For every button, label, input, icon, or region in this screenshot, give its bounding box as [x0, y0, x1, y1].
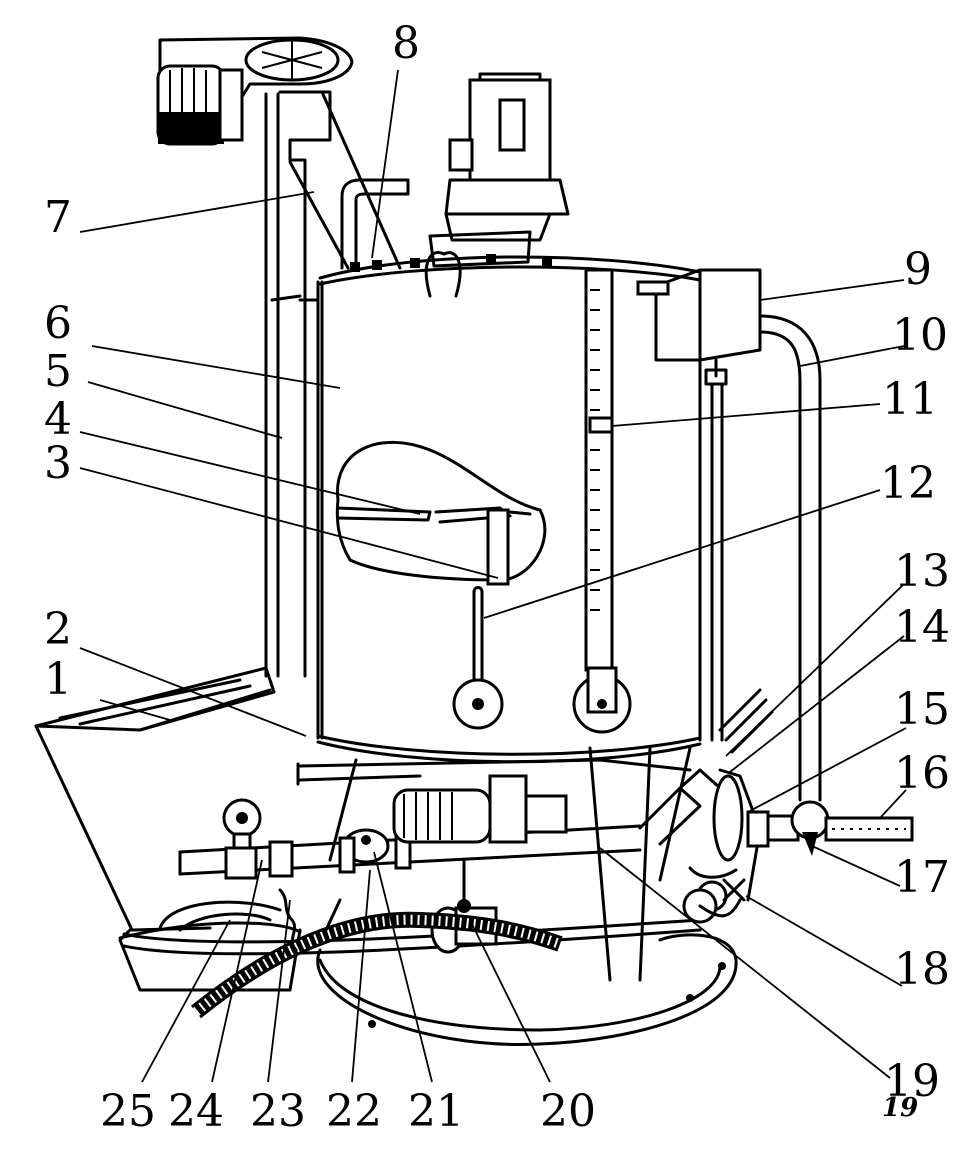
label-9: 9: [904, 244, 932, 295]
inlet-pipe: [790, 800, 914, 856]
label-13: 13: [894, 546, 950, 597]
callout-labels: 8 7 6 5 4 3 2 1 9 10 11 12 13 14 15 16 1…: [44, 18, 950, 1137]
label-20: 20: [540, 1086, 596, 1137]
label-8: 8: [392, 18, 420, 69]
leader-lines: [79, 69, 907, 1083]
control-box: [636, 268, 762, 742]
label-7: 7: [44, 192, 72, 243]
valve: [178, 798, 642, 880]
label-25: 25: [100, 1086, 156, 1137]
label-1: 1: [44, 654, 72, 705]
label-6: 6: [44, 298, 72, 349]
bent-pipe: [340, 178, 410, 270]
signature-mark: 19: [882, 1093, 918, 1123]
label-10: 10: [892, 310, 948, 361]
label-11: 11: [882, 374, 938, 425]
tray: [118, 900, 302, 992]
pump-assembly: [638, 688, 800, 912]
label-14: 14: [894, 602, 950, 653]
label-17: 17: [894, 852, 950, 903]
label-23: 23: [250, 1086, 306, 1137]
label-19: 19: [884, 1056, 940, 1107]
vertical-column: [264, 90, 332, 678]
lower-pipes: [122, 858, 742, 956]
label-12: 12: [880, 458, 936, 509]
label-2: 2: [44, 604, 72, 655]
tank: [316, 251, 702, 764]
label-3: 3: [44, 438, 72, 489]
label-21: 21: [408, 1086, 464, 1137]
label-4: 4: [44, 394, 72, 445]
label-24: 24: [168, 1086, 224, 1137]
pump-motor: [296, 758, 692, 844]
label-15: 15: [894, 684, 950, 735]
return-pipe: [758, 314, 822, 802]
top-drive-assembly: [156, 36, 354, 146]
label-5: 5: [44, 346, 72, 397]
mixer-motor: [428, 72, 570, 268]
label-16: 16: [894, 748, 950, 799]
hose: [190, 758, 563, 1019]
label-18: 18: [894, 944, 950, 995]
label-22: 22: [326, 1086, 382, 1137]
